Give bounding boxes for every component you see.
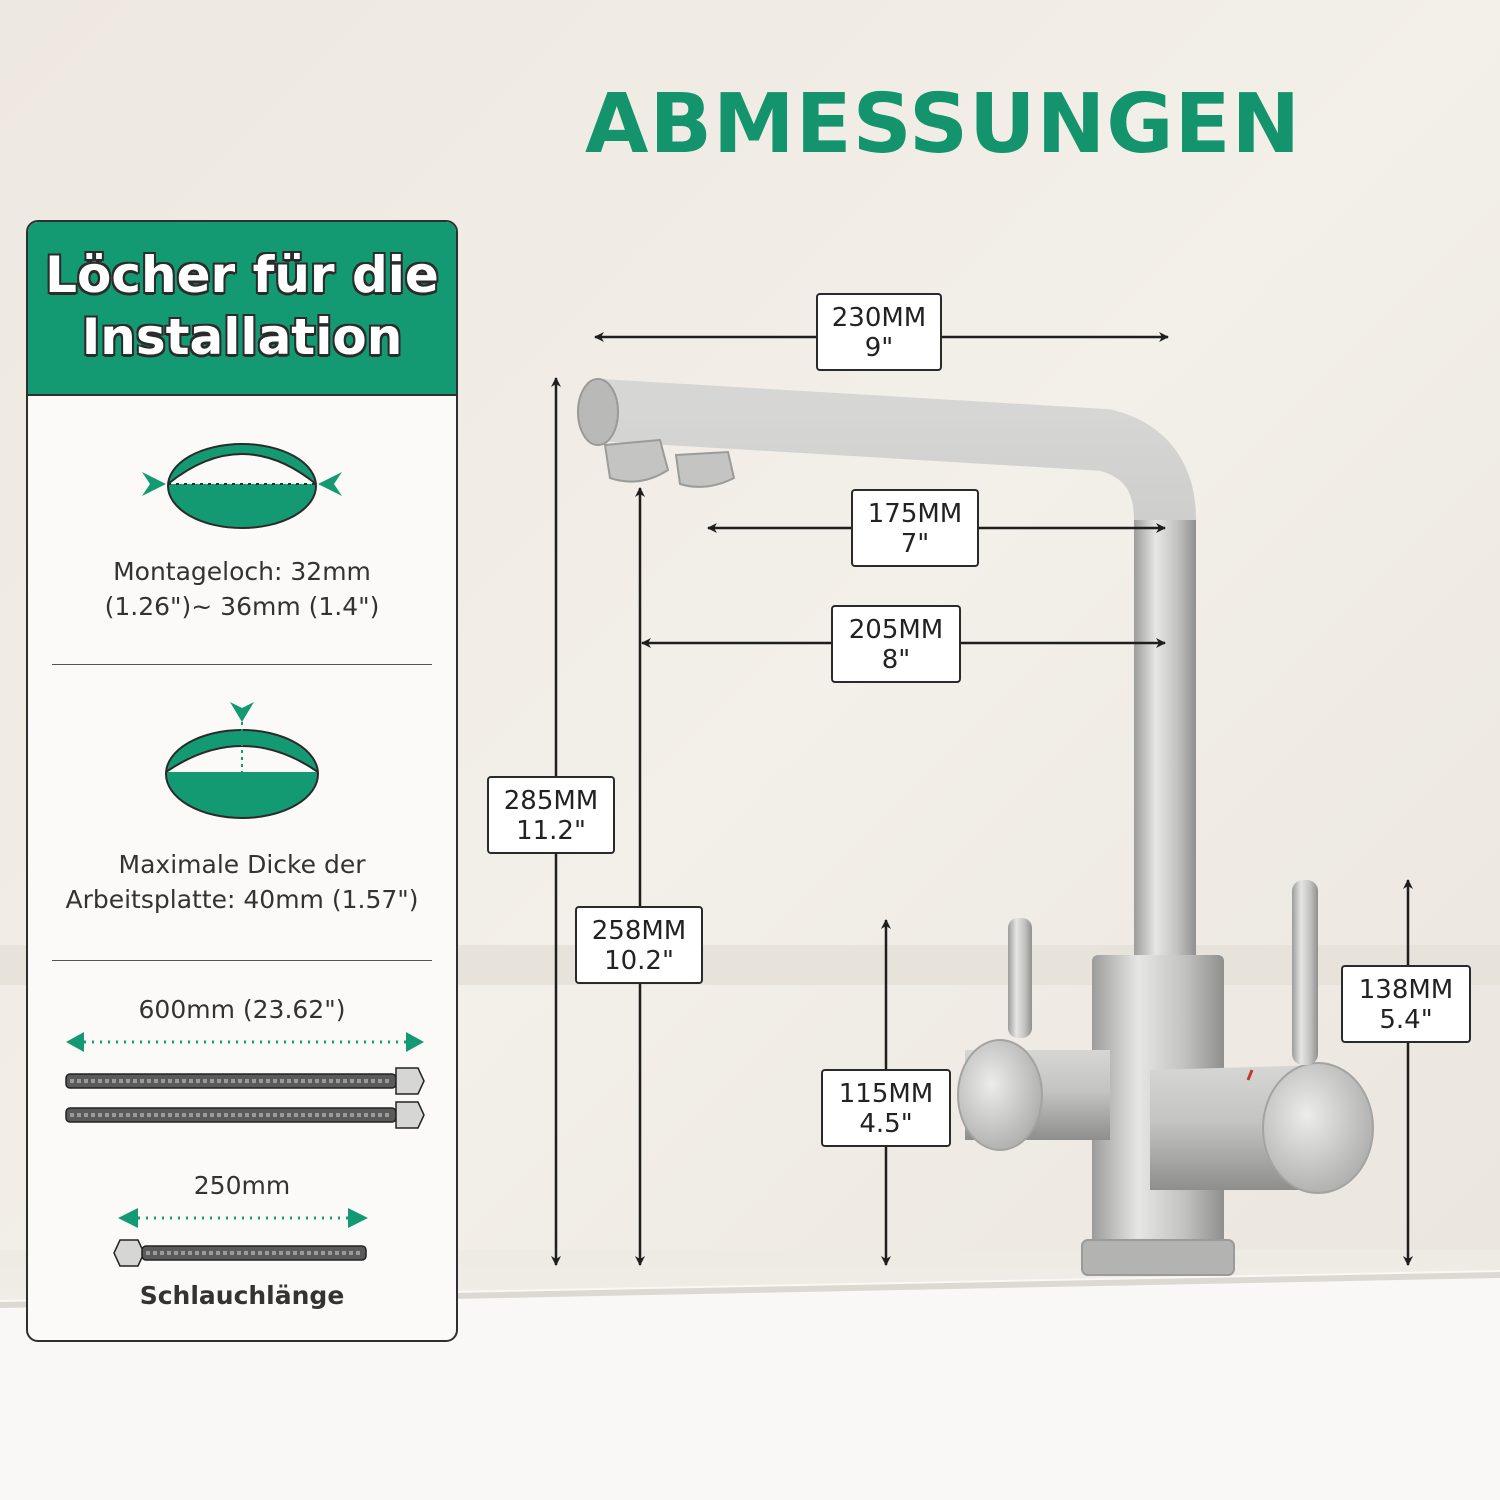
dim-285-mm: 285MM — [503, 786, 599, 816]
right-handle-cap — [1262, 1062, 1374, 1194]
page-title: ABMESSUNGEN — [585, 77, 1302, 172]
dim-label-285: 285MM 11.2" — [487, 776, 615, 854]
dim-175-inch: 7" — [900, 529, 930, 559]
dim-115-mm: 115MM — [838, 1079, 934, 1109]
dim-258-mm: 258MM — [591, 916, 687, 946]
dim-label-175: 175MM 7" — [851, 489, 979, 567]
hose-short-icon — [113, 1208, 368, 1267]
dim-258-inch: 10.2" — [604, 946, 674, 976]
dim-138-mm: 138MM — [1358, 975, 1454, 1005]
hose-short-label: 250mm — [193, 1171, 291, 1200]
hose-long-icon — [65, 1032, 425, 1129]
dim-230-mm: 230MM — [831, 303, 927, 333]
left-handle-cap — [957, 1039, 1043, 1151]
dim-label-138: 138MM 5.4" — [1341, 965, 1471, 1043]
faucet-base — [1081, 1239, 1235, 1276]
mounting-hole-text-1: Montageloch: 32mm — [113, 557, 371, 586]
faucet-riser — [1134, 520, 1196, 970]
countertop-thickness-icon — [165, 702, 319, 819]
dim-label-258: 258MM 10.2" — [575, 906, 703, 984]
dim-115-inch: 4.5" — [859, 1109, 913, 1139]
panel-heading-line-1: Löcher für die — [45, 246, 439, 304]
spout-tip — [577, 378, 619, 446]
dim-230-inch: 9" — [864, 333, 894, 363]
aerator-left — [603, 438, 670, 483]
dim-138-inch: 5.4" — [1379, 1005, 1433, 1035]
dim-175-mm: 175MM — [867, 499, 963, 529]
thickness-text-1: Maximale Dicke der — [118, 850, 366, 879]
thickness-text-2: Arbeitsplatte: 40mm (1.57") — [65, 885, 419, 914]
hose-caption: Schlauchlänge — [139, 1281, 345, 1310]
hot-indicator — [1246, 1069, 1254, 1081]
faucet-spout — [598, 379, 1196, 960]
dim-label-230: 230MM 9" — [816, 293, 942, 371]
dim-205-inch: 8" — [881, 645, 911, 675]
dim-label-115: 115MM 4.5" — [821, 1069, 951, 1147]
panel-heading-line-2: Installation — [81, 308, 403, 366]
mounting-hole-icon — [142, 443, 342, 529]
mounting-hole-text-2: (1.26")~ 36mm (1.4") — [104, 592, 380, 621]
right-lever — [1292, 880, 1318, 1065]
divider-2 — [52, 960, 432, 961]
aerator-right — [674, 450, 736, 488]
dim-285-inch: 11.2" — [516, 816, 586, 846]
installation-panel: Löcher für die Installation Montageloch:… — [26, 220, 458, 1342]
dim-label-205: 205MM 8" — [831, 605, 961, 683]
panel-heading: Löcher für die Installation — [28, 244, 456, 368]
dim-205-mm: 205MM — [848, 615, 944, 645]
left-lever — [1008, 918, 1032, 1038]
hose-long-label: 600mm (23.62") — [138, 995, 346, 1024]
panel-header: Löcher für die Installation — [28, 222, 456, 396]
divider-1 — [52, 664, 432, 665]
faucet-illustration — [577, 378, 1374, 1276]
